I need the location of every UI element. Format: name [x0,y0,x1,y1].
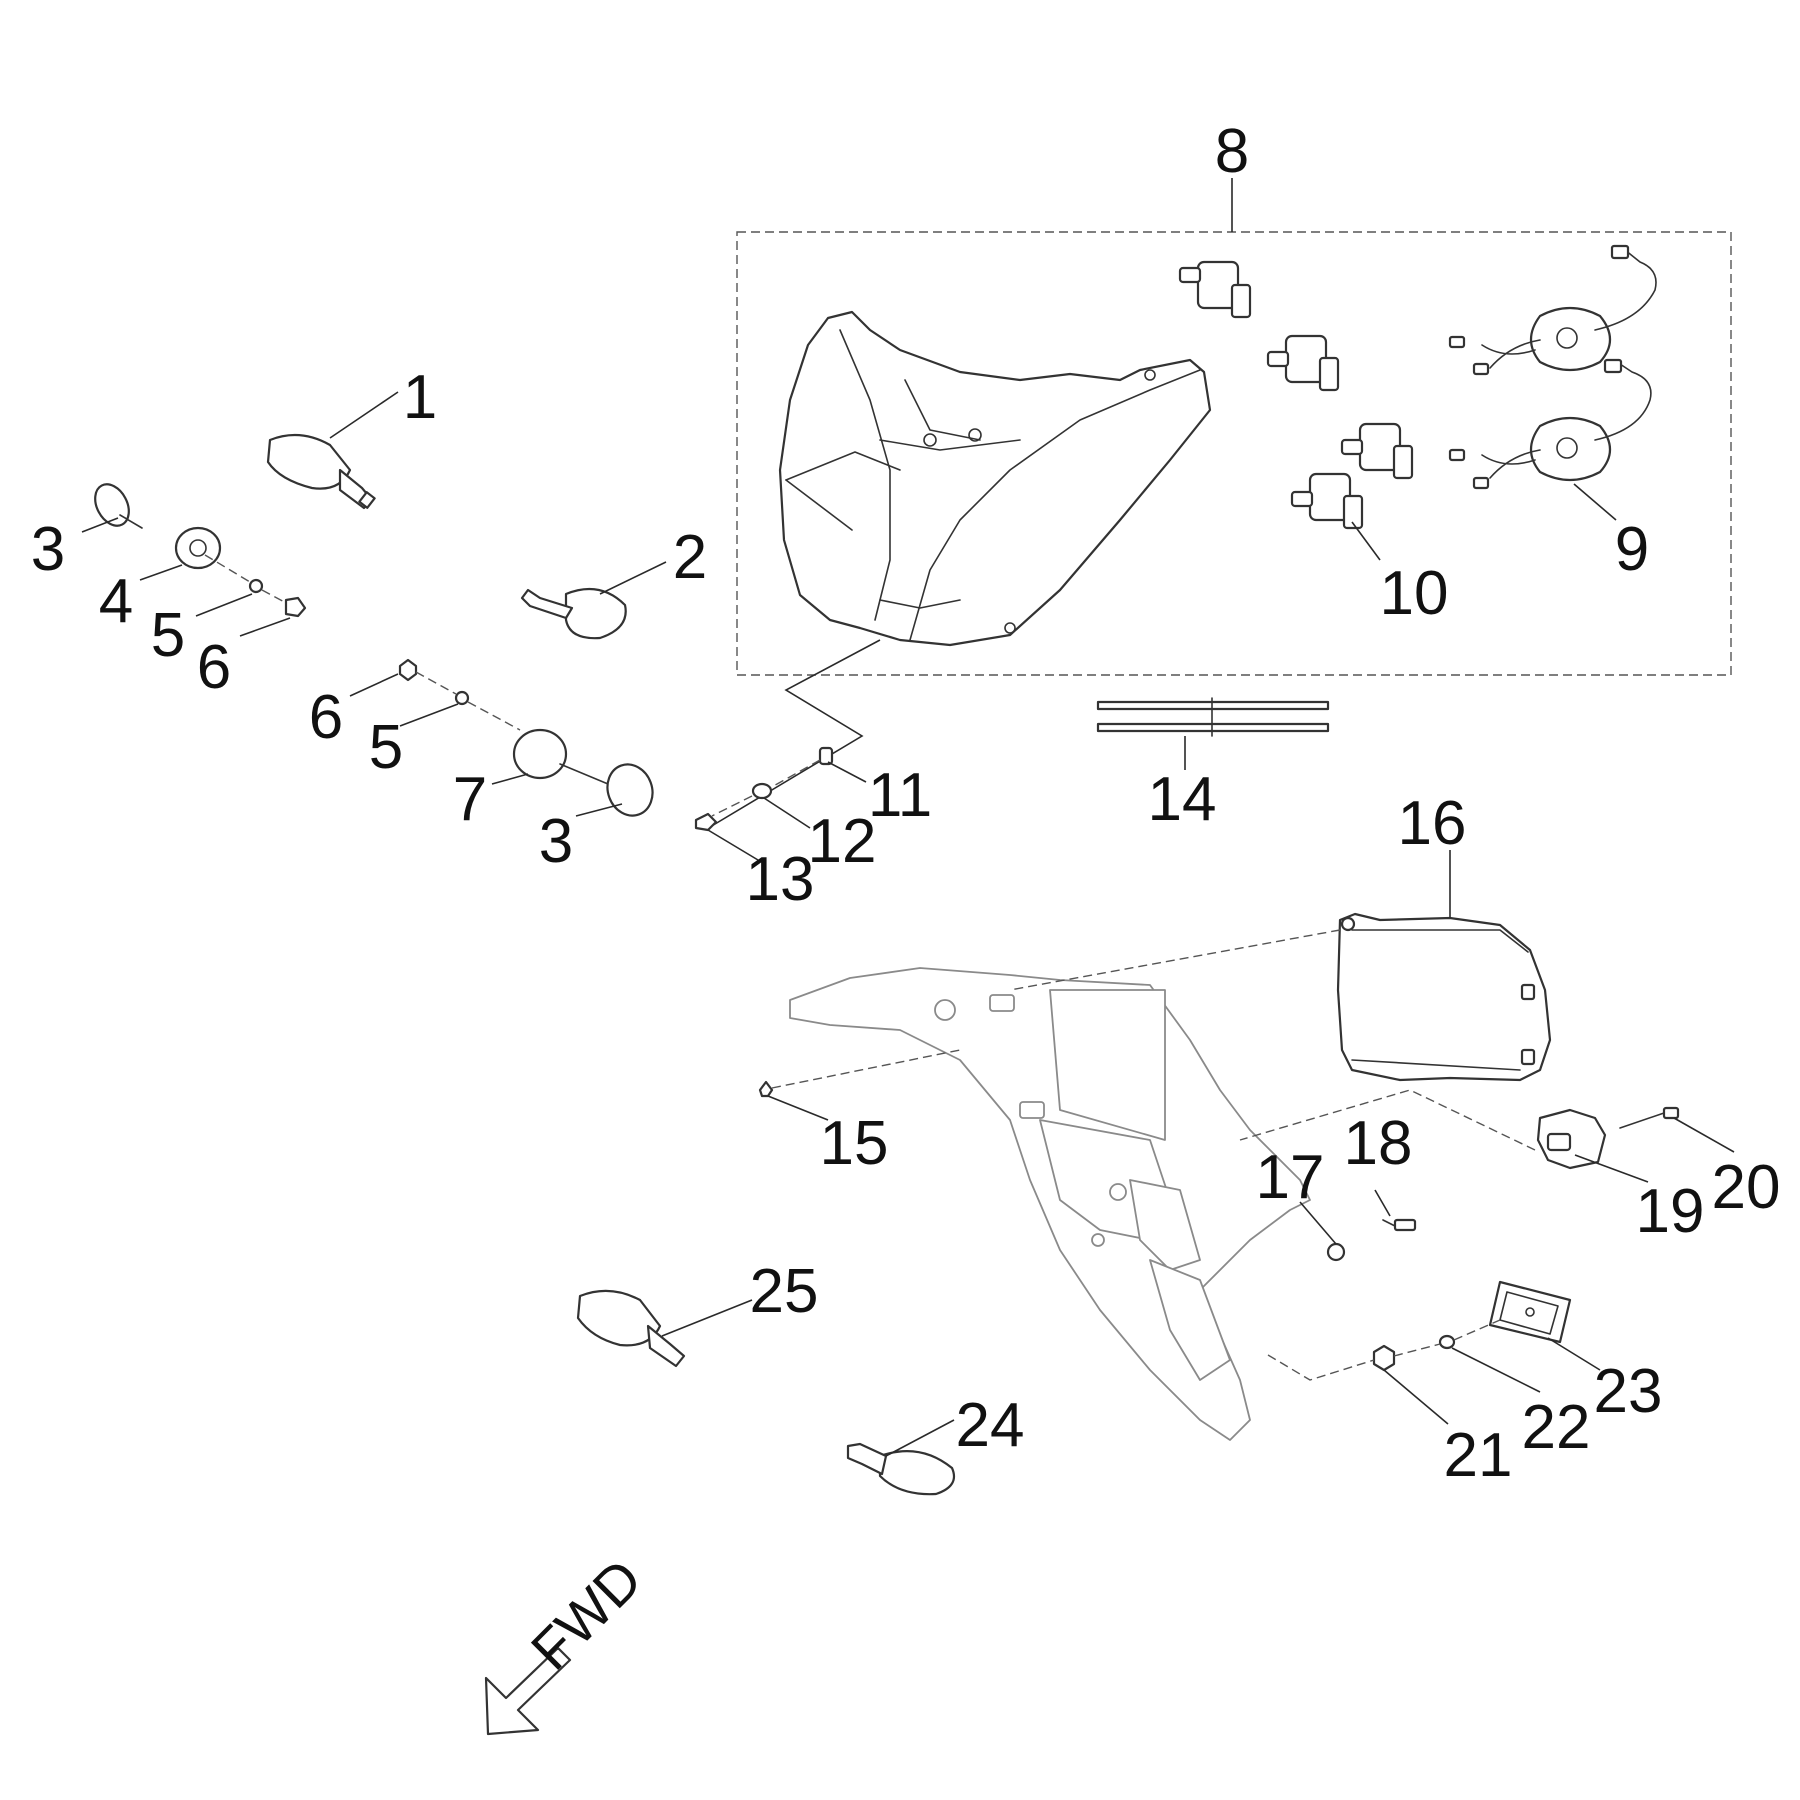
bolt-18 [1374,1189,1417,1232]
callout-12: 12 [808,807,877,876]
callout-5a: 5 [151,601,185,670]
reflector-upper [81,483,307,637]
plate-guide [1267,1354,1375,1381]
callout-10: 10 [1380,559,1449,628]
callout-1: 1 [403,363,437,432]
turn-signal-1 [266,391,399,510]
screw-15 [758,1049,961,1121]
callout-24: 24 [956,1391,1025,1460]
turn-signal-2 [520,561,667,640]
callout-19: 19 [1636,1177,1705,1246]
reflector-middle [349,658,654,817]
washer-17 [1299,1201,1346,1262]
callout-14: 14 [1148,765,1217,834]
turn-signal-24 [846,1419,956,1496]
washer-22 [1438,1319,1541,1393]
callout-13: 13 [746,845,815,914]
bulb-2 [1266,334,1340,392]
callout-7: 7 [453,765,487,834]
callout-3a: 3 [31,515,65,584]
callout-4: 4 [99,567,133,636]
callout-6a: 6 [197,633,231,702]
license-light-guide [1239,1089,1536,1151]
tail-light-guide [1009,929,1341,991]
forward-arrow-icon [484,1646,572,1736]
nut-21 [1372,1343,1449,1425]
callout-6b: 6 [309,683,343,752]
tail-light [1336,850,1552,1082]
callout-23: 23 [1594,1357,1663,1426]
callout-11: 11 [868,761,932,830]
socket-wire-2 [1448,358,1652,490]
callout-15: 15 [820,1109,889,1178]
callout-5b: 5 [369,713,403,782]
callout-2: 2 [673,523,707,592]
callout-20: 20 [1712,1153,1781,1222]
bulb-3 [1340,422,1414,480]
socket-wire-1 [1448,244,1657,376]
tape-strips [1096,697,1330,770]
bulb-1 [1178,260,1252,319]
callout-18: 18 [1344,1109,1413,1178]
callout-17: 17 [1256,1143,1325,1212]
callout-16: 16 [1398,789,1467,858]
headlight-housing [778,310,1212,647]
license-light [1536,1108,1649,1183]
callout-25: 25 [750,1257,819,1326]
callout-9: 9 [1615,515,1649,584]
callout-8: 8 [1215,117,1249,186]
callout-22: 22 [1522,1393,1591,1462]
headlight-assembly-box [736,231,1732,676]
screw-20 [1619,1106,1735,1153]
callout-21: 21 [1444,1421,1513,1490]
callout-3b: 3 [539,807,573,876]
bolt-stack [694,746,867,861]
forward-direction-label: FWD [519,1547,654,1682]
turn-signal-25 [576,1289,753,1368]
reflector-plate [1488,1280,1601,1371]
bulb-4 [1290,472,1364,530]
rear-fender [789,967,1311,1441]
